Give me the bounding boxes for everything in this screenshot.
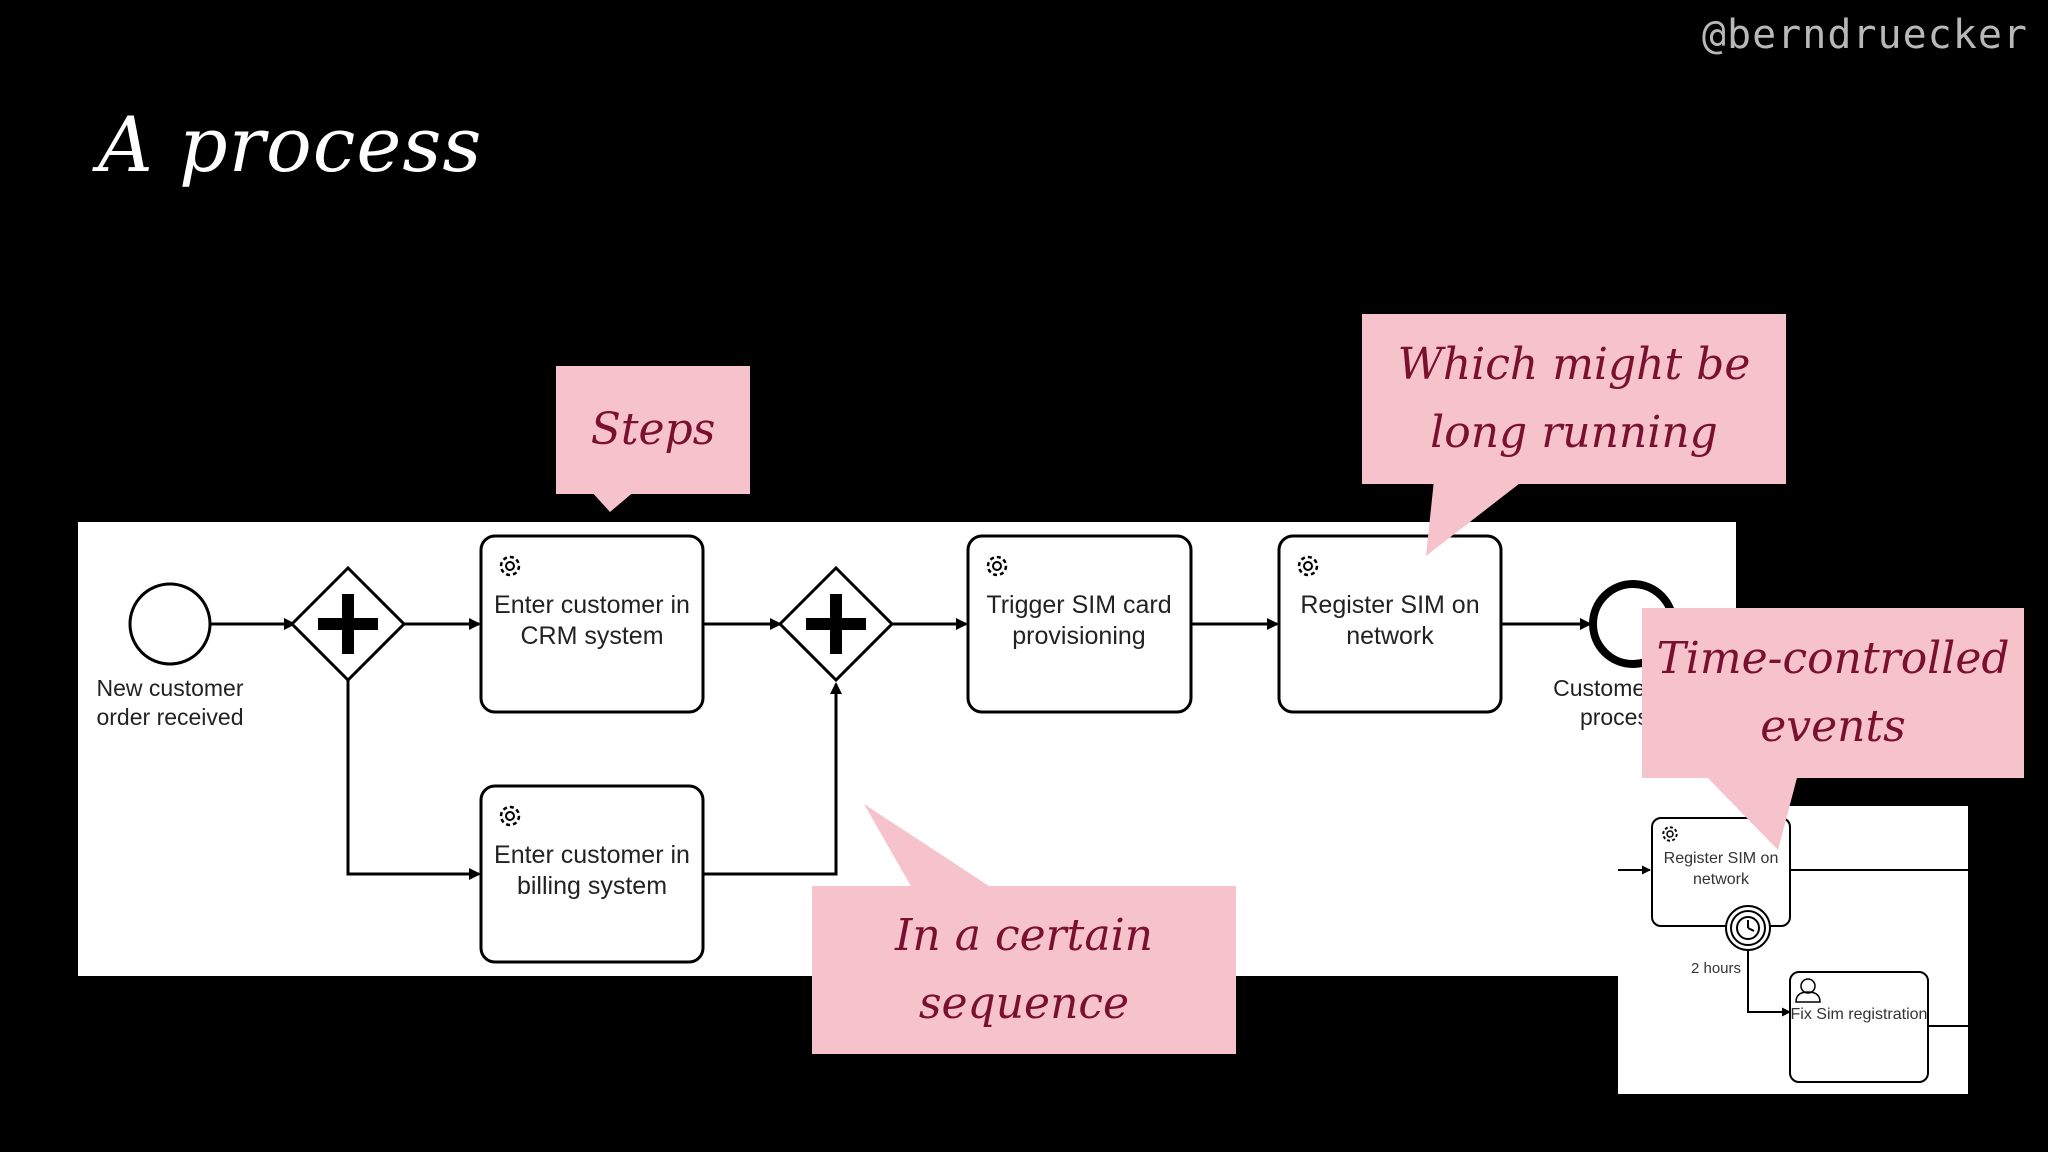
steps-callout-pointer xyxy=(590,490,636,512)
inset-timeout-flow xyxy=(1747,930,1791,1017)
timer-inset-diagram: Register SIM on network 2 hours Fix Sim … xyxy=(1618,806,1968,1094)
sequence-callout-pointer xyxy=(864,804,992,888)
time-controlled-callout-text: Time-controlled events xyxy=(1656,633,2010,752)
long-running-callout-pointer xyxy=(1426,480,1524,556)
inset-task-fix-box xyxy=(1789,971,1929,1083)
parallel-gateway-join-icon xyxy=(777,565,895,683)
task-sim-box xyxy=(966,534,1193,714)
sequence-callout-text: In a certain sequence xyxy=(895,910,1153,1029)
task-register-box xyxy=(1277,534,1503,714)
inset-canvas xyxy=(1618,817,1968,1083)
task-crm-label: Enter customer in CRM system xyxy=(494,591,690,650)
long-running-callout-text: Which might be long running xyxy=(1397,339,1751,458)
inset-task-register-label: Register SIM on network xyxy=(1663,850,1779,888)
sequence-callout: In a certain sequence xyxy=(812,886,1236,1054)
task-billing-box xyxy=(479,784,705,964)
time-controlled-callout-pointer xyxy=(1704,774,1798,850)
inset-task-register-box xyxy=(1651,817,1791,927)
steps-callout: Steps xyxy=(556,366,750,494)
bpmn-canvas xyxy=(128,534,1677,964)
user-icon xyxy=(1795,978,1821,1003)
task-crm-box xyxy=(479,534,705,714)
start-event-label: New customer order received xyxy=(96,675,244,730)
long-running-callout: Which might be long running xyxy=(1362,314,1786,484)
task-sim-label: Trigger SIM card provisioning xyxy=(986,591,1172,650)
clock-icon xyxy=(1725,905,1771,951)
task-register-label: Register SIM on network xyxy=(1300,591,1480,650)
steps-callout-text: Steps xyxy=(590,404,716,455)
task-billing-label: Enter customer in billing system xyxy=(494,841,690,900)
sequence-flows xyxy=(203,618,1592,880)
gear-icon xyxy=(1662,826,1678,842)
slide-title: A process xyxy=(98,100,483,189)
parallel-gateway-split-icon xyxy=(289,565,407,683)
inset-task-fix-label: Fix Sim registration xyxy=(1790,1006,1928,1023)
flow-billing-to-join xyxy=(703,682,842,876)
flow-split-to-billing xyxy=(346,680,481,880)
timer-label: 2 hours xyxy=(1690,960,1742,977)
time-controlled-callout: Time-controlled events xyxy=(1642,608,2024,778)
author-handle: @berndruecker xyxy=(1701,12,2028,58)
start-event xyxy=(128,582,212,666)
